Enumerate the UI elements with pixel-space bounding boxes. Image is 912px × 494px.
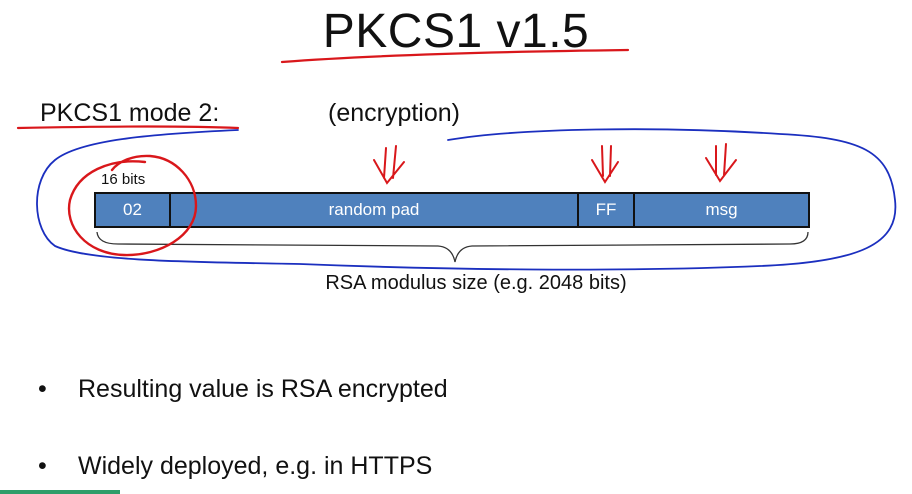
encryption-label: (encryption) (328, 99, 460, 127)
bullet-list: • Resulting value is RSA encrypted • Wid… (38, 372, 448, 483)
arrow-down-icon (373, 145, 405, 185)
arrow-down-icon (591, 145, 619, 184)
segment-random-pad: random pad (169, 194, 577, 226)
mode-label: PKCS1 mode 2: (40, 99, 220, 127)
bullet-text: Widely deployed, e.g. in HTTPS (78, 452, 433, 480)
segment-msg: msg (633, 194, 808, 226)
slide-title: PKCS1 v1.5 (322, 5, 590, 58)
title-underline (280, 48, 630, 64)
padding-block: 02 random pad FF msg (94, 192, 810, 228)
bottom-progress-strip (0, 490, 120, 494)
red-circle (67, 154, 198, 257)
blue-lasso (36, 128, 897, 271)
segment-02: 02 (123, 200, 142, 219)
segment-ff: FF (577, 194, 633, 226)
mode-underline (16, 125, 240, 130)
arrow-down-icon (705, 143, 737, 183)
modulus-brace (96, 231, 809, 263)
bits-annotation: 16 bits (101, 171, 146, 188)
bullet-dot-icon: • (38, 452, 47, 480)
modulus-size-label: RSA modulus size (e.g. 2048 bits) (325, 272, 627, 294)
bullet-item: • Resulting value is RSA encrypted (38, 372, 448, 406)
bullet-text: Resulting value is RSA encrypted (78, 375, 448, 403)
bullet-item: • Widely deployed, e.g. in HTTPS (38, 449, 448, 483)
bullet-dot-icon: • (38, 375, 47, 403)
